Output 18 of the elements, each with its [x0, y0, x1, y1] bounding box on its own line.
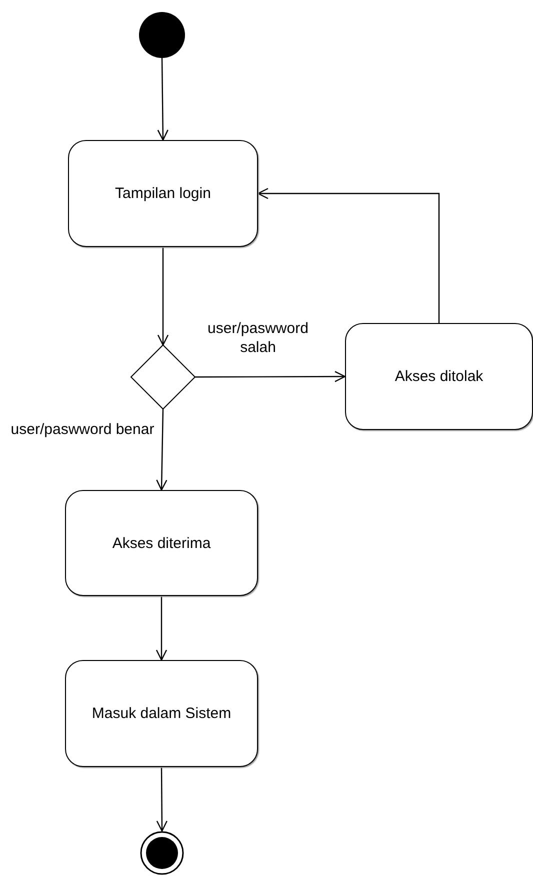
- arrow: [156, 408, 168, 491]
- arrow: [157, 247, 169, 346]
- action-label: Akses ditolak: [394, 368, 484, 385]
- start-node: [139, 12, 185, 58]
- action-label: Akses diterima: [111, 534, 212, 552]
- arrow: [156, 767, 168, 832]
- action-label: Tampilan login: [114, 185, 212, 202]
- action-box: [345, 323, 533, 430]
- action-box: [68, 140, 258, 247]
- arrow: [157, 58, 168, 141]
- action-box: [65, 490, 258, 596]
- decision-diamond: [131, 345, 195, 409]
- end-node: [140, 831, 184, 875]
- action-box: [65, 660, 258, 767]
- action-label: Masuk dalam Sistem: [90, 705, 232, 722]
- arrow: [257, 188, 440, 323]
- arrow: [156, 596, 168, 661]
- arrow: [195, 370, 346, 382]
